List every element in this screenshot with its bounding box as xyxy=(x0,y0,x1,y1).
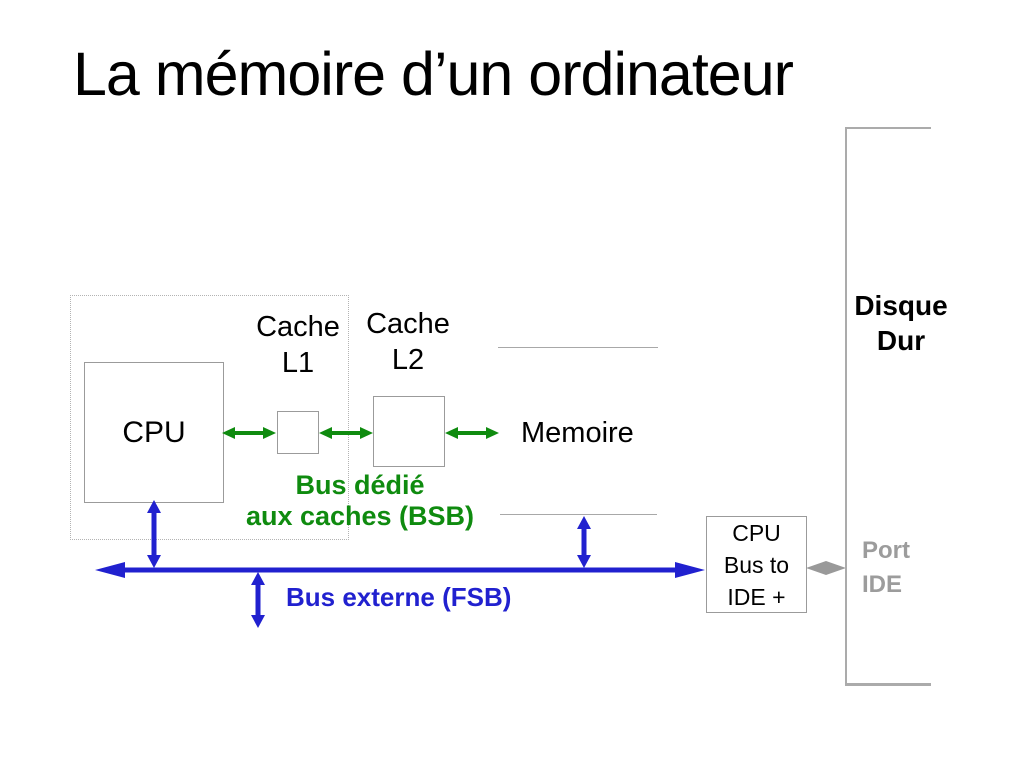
bsb-bus-label: Bus dédié aux caches (BSB) xyxy=(245,470,475,531)
bsb-arrow-cpu-l1-icon xyxy=(222,427,276,439)
memory-label: Memoire xyxy=(521,417,634,449)
slide-title: La mémoire d’un ordinateur xyxy=(73,40,794,108)
hard-disk-label: Disque Dur xyxy=(854,290,948,356)
fsb-drop-cpu-arrow-icon xyxy=(147,500,161,568)
fsb-drop-memory-arrow-icon xyxy=(577,516,591,568)
ide-bridge-box: CPU Bus to IDE + xyxy=(706,516,807,613)
fsb-drop-below-arrow-icon xyxy=(251,572,265,628)
cache-l2-label: Cache L2 xyxy=(366,308,450,376)
fsb-bus-label: Bus externe (FSB) xyxy=(286,582,512,612)
bsb-arrow-l1-l2-icon xyxy=(319,427,373,439)
hard-disk-box xyxy=(845,127,931,686)
callout-line-top xyxy=(498,347,658,348)
cpu-label: CPU xyxy=(122,415,186,449)
callout-line-bottom xyxy=(500,514,657,515)
ide-connector-arrow-icon xyxy=(806,561,846,575)
cache-l1-label: Cache L1 xyxy=(256,311,340,379)
ide-port-label: Port IDE xyxy=(862,537,910,598)
cpu-cache-group-outline xyxy=(70,295,349,540)
cpu-box: CPU xyxy=(84,362,224,503)
cache-l1-box xyxy=(277,411,319,454)
fsb-bus-line-icon xyxy=(95,562,705,578)
bsb-arrow-l2-memory-icon xyxy=(445,427,499,439)
cache-l2-box xyxy=(373,396,445,467)
